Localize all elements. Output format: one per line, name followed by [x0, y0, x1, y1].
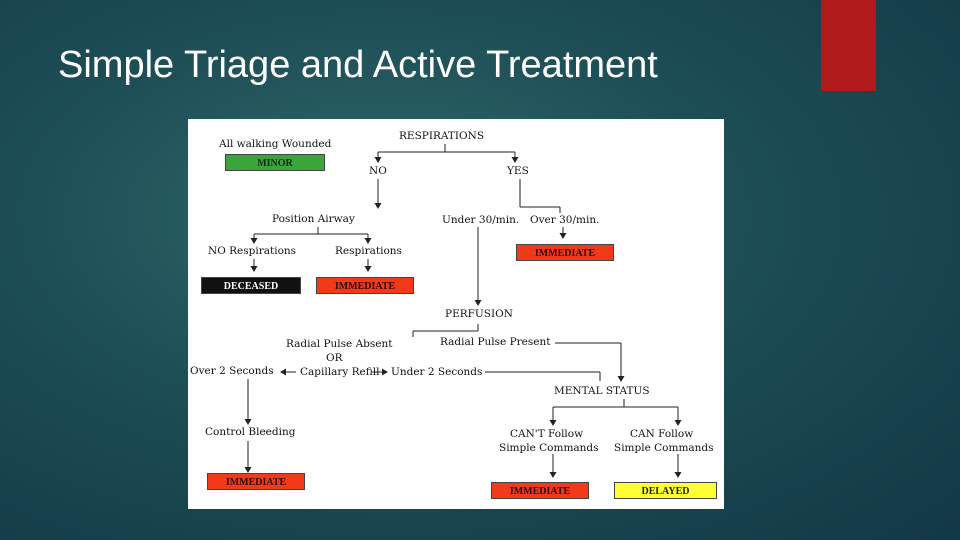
radial-pulse-present-label: Radial Pulse Present [440, 336, 551, 348]
deceased-box: DECEASED [201, 277, 301, 294]
under-2-seconds-label: Under 2 Seconds [391, 366, 483, 378]
radial-pulse-absent-label: Radial Pulse Absent [286, 338, 393, 350]
slide-title: Simple Triage and Active Treatment [58, 44, 658, 86]
under-30-label: Under 30/min. [442, 214, 520, 226]
mental-status-label: MENTAL STATUS [554, 385, 650, 397]
perfusion-label: PERFUSION [445, 308, 513, 320]
respirations-label: RESPIRATIONS [399, 130, 485, 142]
cant-follow-label: CAN'T Follow [510, 428, 584, 440]
cant-follow-commands-label: Simple Commands [499, 442, 599, 454]
immediate-box-airway: IMMEDIATE [316, 277, 414, 294]
capillary-refill-label: Capillary Refill [300, 366, 380, 378]
position-airway-label: Position Airway [272, 213, 355, 225]
minor-box: MINOR [225, 154, 325, 171]
over-2-seconds-label: Over 2 Seconds [190, 365, 274, 377]
accent-bar [821, 0, 876, 91]
immediate-box-cant-follow: IMMEDIATE [491, 482, 589, 499]
over-30-label: Over 30/min. [530, 214, 600, 226]
respirations-after-label: Respirations [335, 245, 402, 257]
no-label: NO [369, 165, 387, 177]
immediate-box-over30: IMMEDIATE [516, 244, 614, 261]
yes-label: YES [507, 165, 529, 177]
triage-flowchart: RESPIRATIONS All walking Wounded MINOR N… [188, 119, 724, 509]
walking-wounded-label: All walking Wounded [219, 138, 332, 150]
can-follow-label: CAN Follow [630, 428, 694, 440]
control-bleeding-label: Control Bleeding [205, 426, 296, 438]
or-label: OR [326, 352, 343, 364]
immediate-box-bleeding: IMMEDIATE [207, 473, 305, 490]
no-respirations-label: NO Respirations [208, 245, 297, 257]
delayed-box: DELAYED [614, 482, 717, 499]
flow-connectors [244, 144, 682, 478]
can-follow-commands-label: Simple Commands [614, 442, 714, 454]
